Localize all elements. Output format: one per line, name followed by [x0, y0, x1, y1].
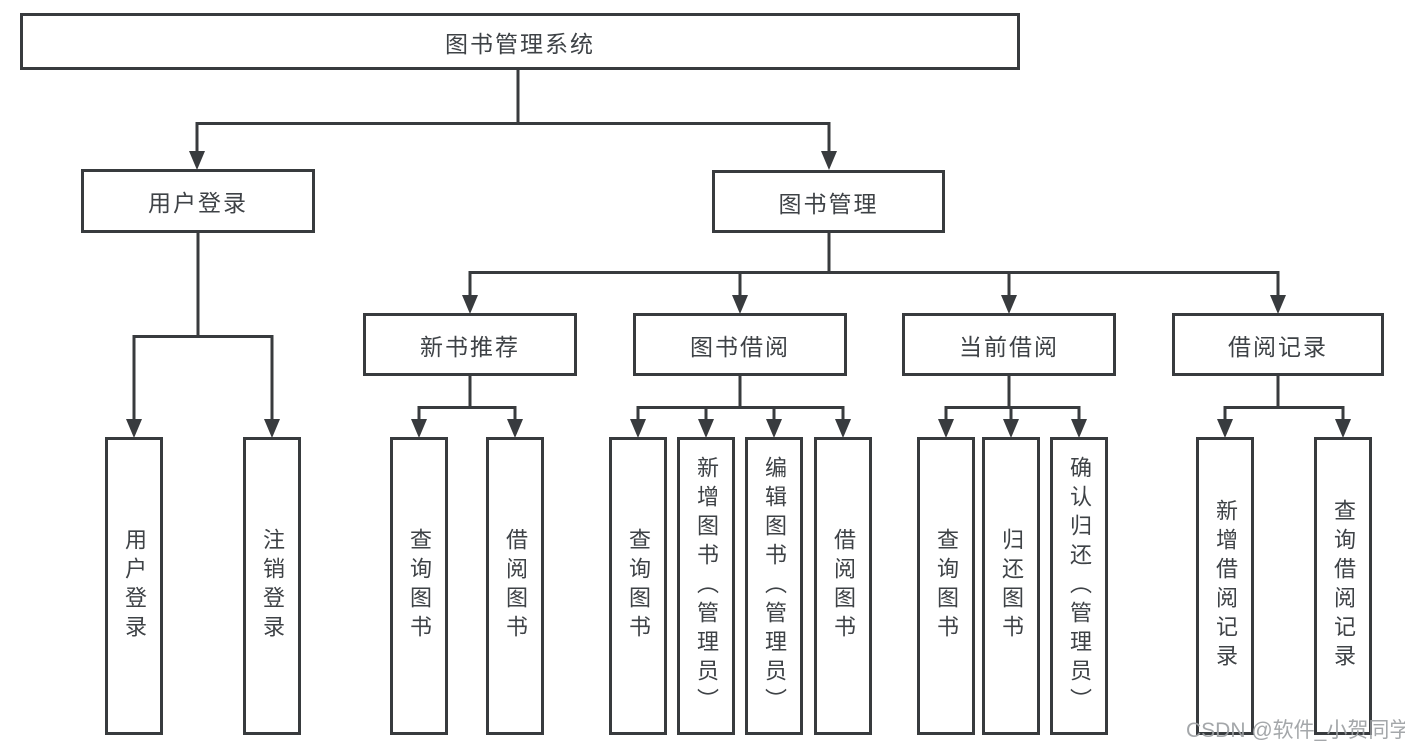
node-label: 新增借阅记录 — [1213, 499, 1238, 673]
node-leaf-query-book-1: 查询图书 — [390, 437, 448, 735]
arrowhead-down-icon — [1270, 295, 1286, 314]
node-book-management: 图书管理 — [712, 170, 945, 233]
node-label: 借阅记录 — [1228, 333, 1328, 360]
connector-current-borrow-to-leaves — [938, 376, 1087, 438]
connector-user-login-to-leaves — [126, 233, 280, 438]
node-book-borrow: 图书借阅 — [633, 313, 847, 376]
connector-new-book-recommend-to-leaves — [411, 376, 523, 438]
node-label: 图书管理系统 — [445, 30, 595, 57]
node-label: 注销登录 — [260, 528, 285, 644]
connector-line — [468, 233, 1280, 297]
connector-borrow-record-to-leaves — [1217, 376, 1351, 438]
arrowhead-down-icon — [821, 151, 837, 170]
arrowhead-down-icon — [507, 419, 523, 438]
node-leaf-confirm-return-admin: 确认归还（管理员） — [1050, 437, 1108, 735]
arrowhead-down-icon — [1335, 419, 1351, 438]
arrowhead-down-icon — [1217, 419, 1233, 438]
connector-line — [195, 70, 831, 153]
node-leaf-user-login: 用户登录 — [105, 437, 163, 735]
node-label: 确认归还（管理员） — [1067, 455, 1092, 717]
node-label: 新书推荐 — [420, 333, 520, 360]
arrowhead-down-icon — [766, 419, 782, 438]
node-label: 归还图书 — [999, 528, 1024, 644]
arrowhead-down-icon — [732, 295, 748, 314]
node-label: 新增图书（管理员） — [694, 455, 719, 717]
node-label: 借阅图书 — [503, 528, 528, 644]
node-leaf-add-book-admin: 新增图书（管理员） — [677, 437, 735, 735]
arrowhead-down-icon — [698, 419, 714, 438]
node-label: 用户登录 — [148, 190, 248, 216]
connector-book-borrow-to-leaves — [630, 376, 851, 438]
node-label: 当前借阅 — [959, 333, 1059, 360]
connector-line — [636, 376, 845, 421]
arrowhead-down-icon — [835, 419, 851, 438]
connector-book-management-to-level3 — [462, 233, 1286, 314]
connector-line — [1223, 376, 1345, 421]
node-label: 借阅图书 — [831, 528, 856, 644]
node-label: 查询图书 — [407, 528, 432, 644]
connector-line — [417, 376, 517, 421]
node-leaf-add-borrow-record: 新增借阅记录 — [1196, 437, 1254, 735]
node-leaf-edit-book-admin: 编辑图书（管理员） — [745, 437, 803, 735]
connector-line — [132, 233, 274, 421]
node-current-borrow: 当前借阅 — [902, 313, 1116, 376]
node-label: 图书管理 — [778, 190, 879, 217]
connector-root-to-level2 — [189, 70, 837, 170]
node-leaf-query-borrow-record: 查询借阅记录 — [1314, 437, 1372, 735]
arrowhead-down-icon — [1001, 295, 1017, 314]
arrowhead-down-icon — [1071, 419, 1087, 438]
node-label: 查询图书 — [934, 528, 959, 644]
arrowhead-down-icon — [264, 419, 280, 438]
node-library-management-system: 图书管理系统 — [20, 13, 1020, 70]
arrowhead-down-icon — [126, 419, 142, 438]
node-leaf-borrow-book-2: 借阅图书 — [814, 437, 872, 735]
arrowhead-down-icon — [1003, 419, 1019, 438]
arrowhead-down-icon — [411, 419, 427, 438]
arrowhead-down-icon — [462, 295, 478, 314]
csdn-watermark: CSDN @软件_小贺同学 — [1186, 719, 1405, 742]
node-leaf-query-book-2: 查询图书 — [609, 437, 667, 735]
node-label: 查询借阅记录 — [1331, 499, 1356, 673]
node-borrow-record: 借阅记录 — [1172, 313, 1384, 376]
node-label: 查询图书 — [626, 528, 651, 644]
node-leaf-borrow-book-1: 借阅图书 — [486, 437, 544, 735]
node-user-login: 用户登录 — [81, 169, 315, 233]
node-new-book-recommend: 新书推荐 — [363, 313, 577, 376]
node-leaf-query-book-3: 查询图书 — [917, 437, 975, 735]
node-label: 编辑图书（管理员） — [762, 455, 787, 717]
arrowhead-down-icon — [189, 151, 205, 170]
arrowhead-down-icon — [938, 419, 954, 438]
node-label: 用户登录 — [122, 528, 147, 644]
arrowhead-down-icon — [630, 419, 646, 438]
connector-line — [944, 376, 1081, 421]
node-leaf-logout: 注销登录 — [243, 437, 301, 735]
node-label: 图书借阅 — [690, 333, 790, 360]
node-leaf-return-book: 归还图书 — [982, 437, 1040, 735]
